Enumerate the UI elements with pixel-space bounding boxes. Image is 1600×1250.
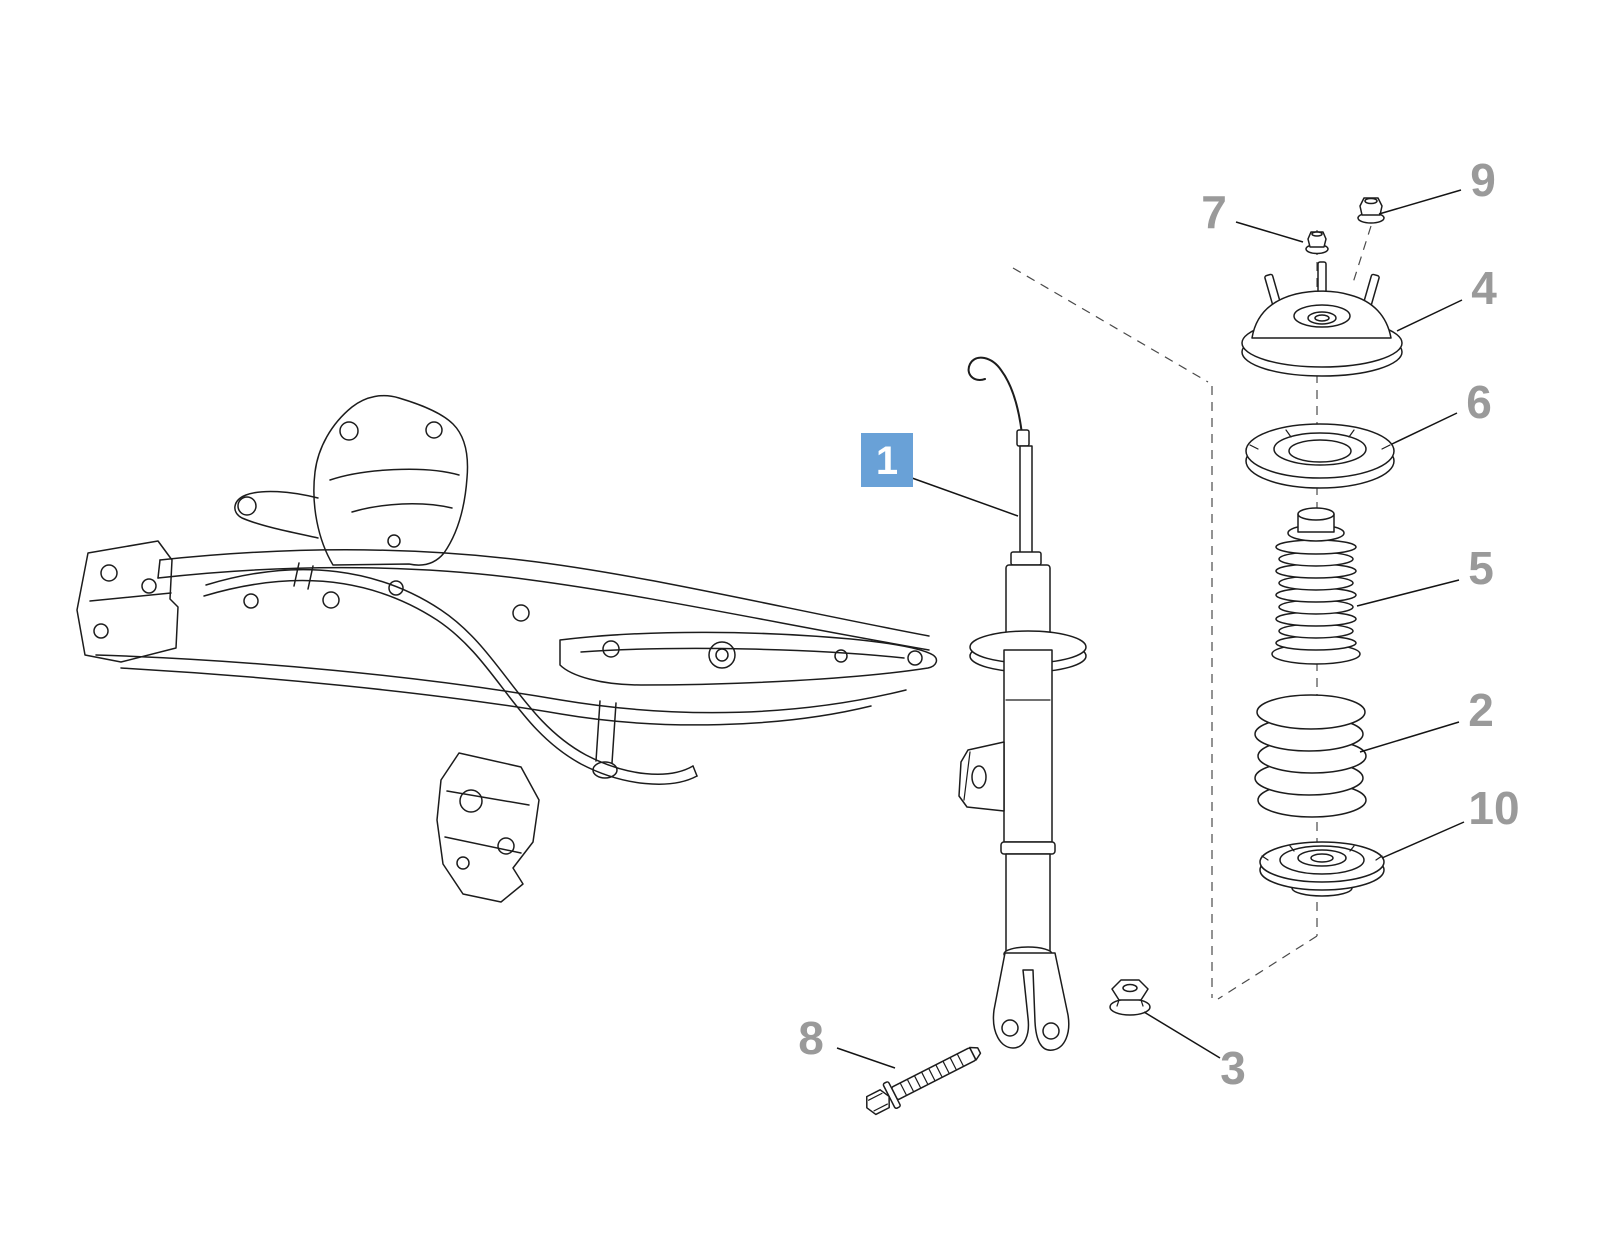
part-lower-spring-seat-drawing: [1259, 841, 1385, 897]
bracket-hole: [971, 765, 987, 789]
leader-4: [1396, 299, 1463, 332]
part-flange-nut-drawing: [1357, 197, 1385, 224]
piston-rod: [1019, 445, 1033, 557]
callout-5-label[interactable]: 5: [1468, 542, 1494, 594]
main-tube: [1003, 649, 1053, 843]
bolt-head: [865, 1089, 890, 1116]
clevis-hole-right: [1042, 1022, 1060, 1040]
axis-diagonal-bottom: [1217, 935, 1318, 1000]
axis-nut9-stud: [1351, 225, 1372, 287]
callout-8-label[interactable]: 8: [798, 1012, 824, 1064]
spring-coil: [1256, 694, 1366, 730]
leader-6: [1391, 412, 1458, 445]
part-nut-drawing: [1109, 979, 1151, 1016]
callout-3-label[interactable]: 3: [1220, 1042, 1246, 1094]
bolt-tip: [968, 1046, 982, 1061]
part-bearing-seat-drawing: [1245, 423, 1395, 489]
leader-10: [1381, 821, 1465, 859]
leader-3: [1143, 1011, 1221, 1059]
leader-2: [1359, 721, 1460, 753]
bolt-shaft: [891, 1047, 977, 1101]
leader-1: [911, 477, 1019, 517]
lower-ring: [1000, 841, 1056, 855]
callout-leader-lines: [836, 189, 1465, 1069]
leader-7: [1235, 221, 1304, 243]
rod-collar: [1010, 551, 1042, 566]
callout-2-label[interactable]: 2: [1468, 684, 1494, 736]
leader-9: [1378, 189, 1462, 215]
axis-diagonal-top: [1012, 267, 1209, 383]
cable-connector: [1016, 429, 1030, 447]
upper-tube: [1005, 564, 1051, 641]
callout-1-highlight-box[interactable]: [861, 433, 913, 487]
part-strut-mount-drawing: [1241, 261, 1403, 377]
callout-4-label[interactable]: 4: [1471, 262, 1497, 314]
lower-tube: [1005, 853, 1051, 955]
part-dust-boot-drawing: [1271, 507, 1361, 665]
part-coil-spring-drawing: [1254, 694, 1367, 818]
shock-absorber-drawing: [958, 356, 1087, 1051]
callouts: 1 2 3 4 5 6 7 8 9 10: [798, 154, 1519, 1094]
leader-5: [1356, 579, 1460, 607]
callout-1-label[interactable]: 1: [876, 439, 898, 483]
part-bolt-drawing: [865, 1046, 982, 1116]
clevis-hole-left: [1001, 1019, 1019, 1037]
bolt-threads: [900, 1054, 964, 1096]
callout-7-label[interactable]: 7: [1201, 186, 1227, 238]
leader-8: [836, 1047, 896, 1069]
callout-10-label[interactable]: 10: [1468, 782, 1519, 834]
callout-9-label[interactable]: 9: [1470, 154, 1496, 206]
sensor-cable: [967, 356, 1024, 445]
part-small-flange-nut-drawing: [1305, 231, 1329, 255]
front-subframe-drawing: [76, 395, 938, 903]
callout-6-label[interactable]: 6: [1466, 376, 1492, 428]
callout-1[interactable]: 1: [861, 433, 913, 487]
